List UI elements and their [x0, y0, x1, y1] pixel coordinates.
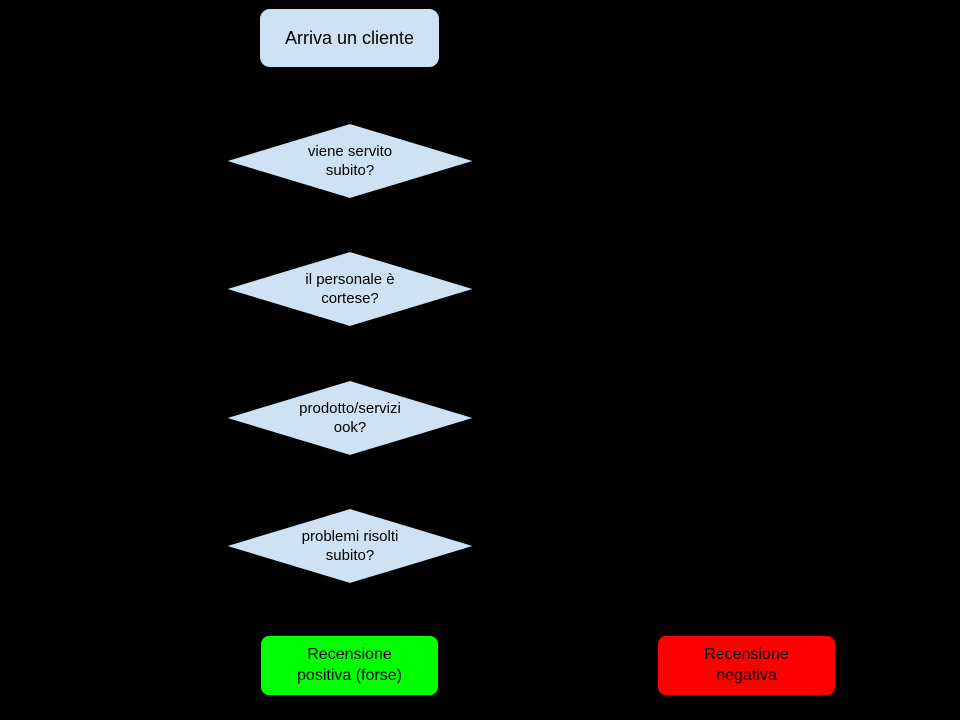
decision-node-staff-polite: il personale è cortese?	[222, 250, 478, 328]
decision-node-problems-solved: problemi risolti subito?	[222, 507, 478, 585]
outcome-node-positive-review: Recensione positiva (forse)	[259, 634, 440, 697]
outcome-node-negative-review: Recensione negativa	[656, 634, 837, 697]
decision-node-products-ok: prodotto/servizi ook?	[222, 379, 478, 457]
decision-label: viene servito subito?	[307, 142, 393, 179]
outcome-label: Recensione positiva (forse)	[297, 645, 402, 684]
diamond-shape-icon	[222, 122, 478, 200]
diamond-shape-icon	[222, 507, 478, 585]
start-node-label: Arriva un cliente	[284, 27, 415, 48]
diamond-shape-icon	[222, 379, 478, 457]
start-node: Arriva un cliente	[258, 7, 441, 69]
diamond-shape-icon	[222, 250, 478, 328]
decision-label: il personale è cortese?	[305, 270, 395, 307]
decision-label: problemi risolti subito?	[301, 527, 399, 564]
outcome-label: Recensione negativa	[704, 645, 789, 684]
decision-label: prodotto/servizi ook?	[299, 399, 401, 436]
decision-node-served-immediately: viene servito subito?	[222, 122, 478, 200]
